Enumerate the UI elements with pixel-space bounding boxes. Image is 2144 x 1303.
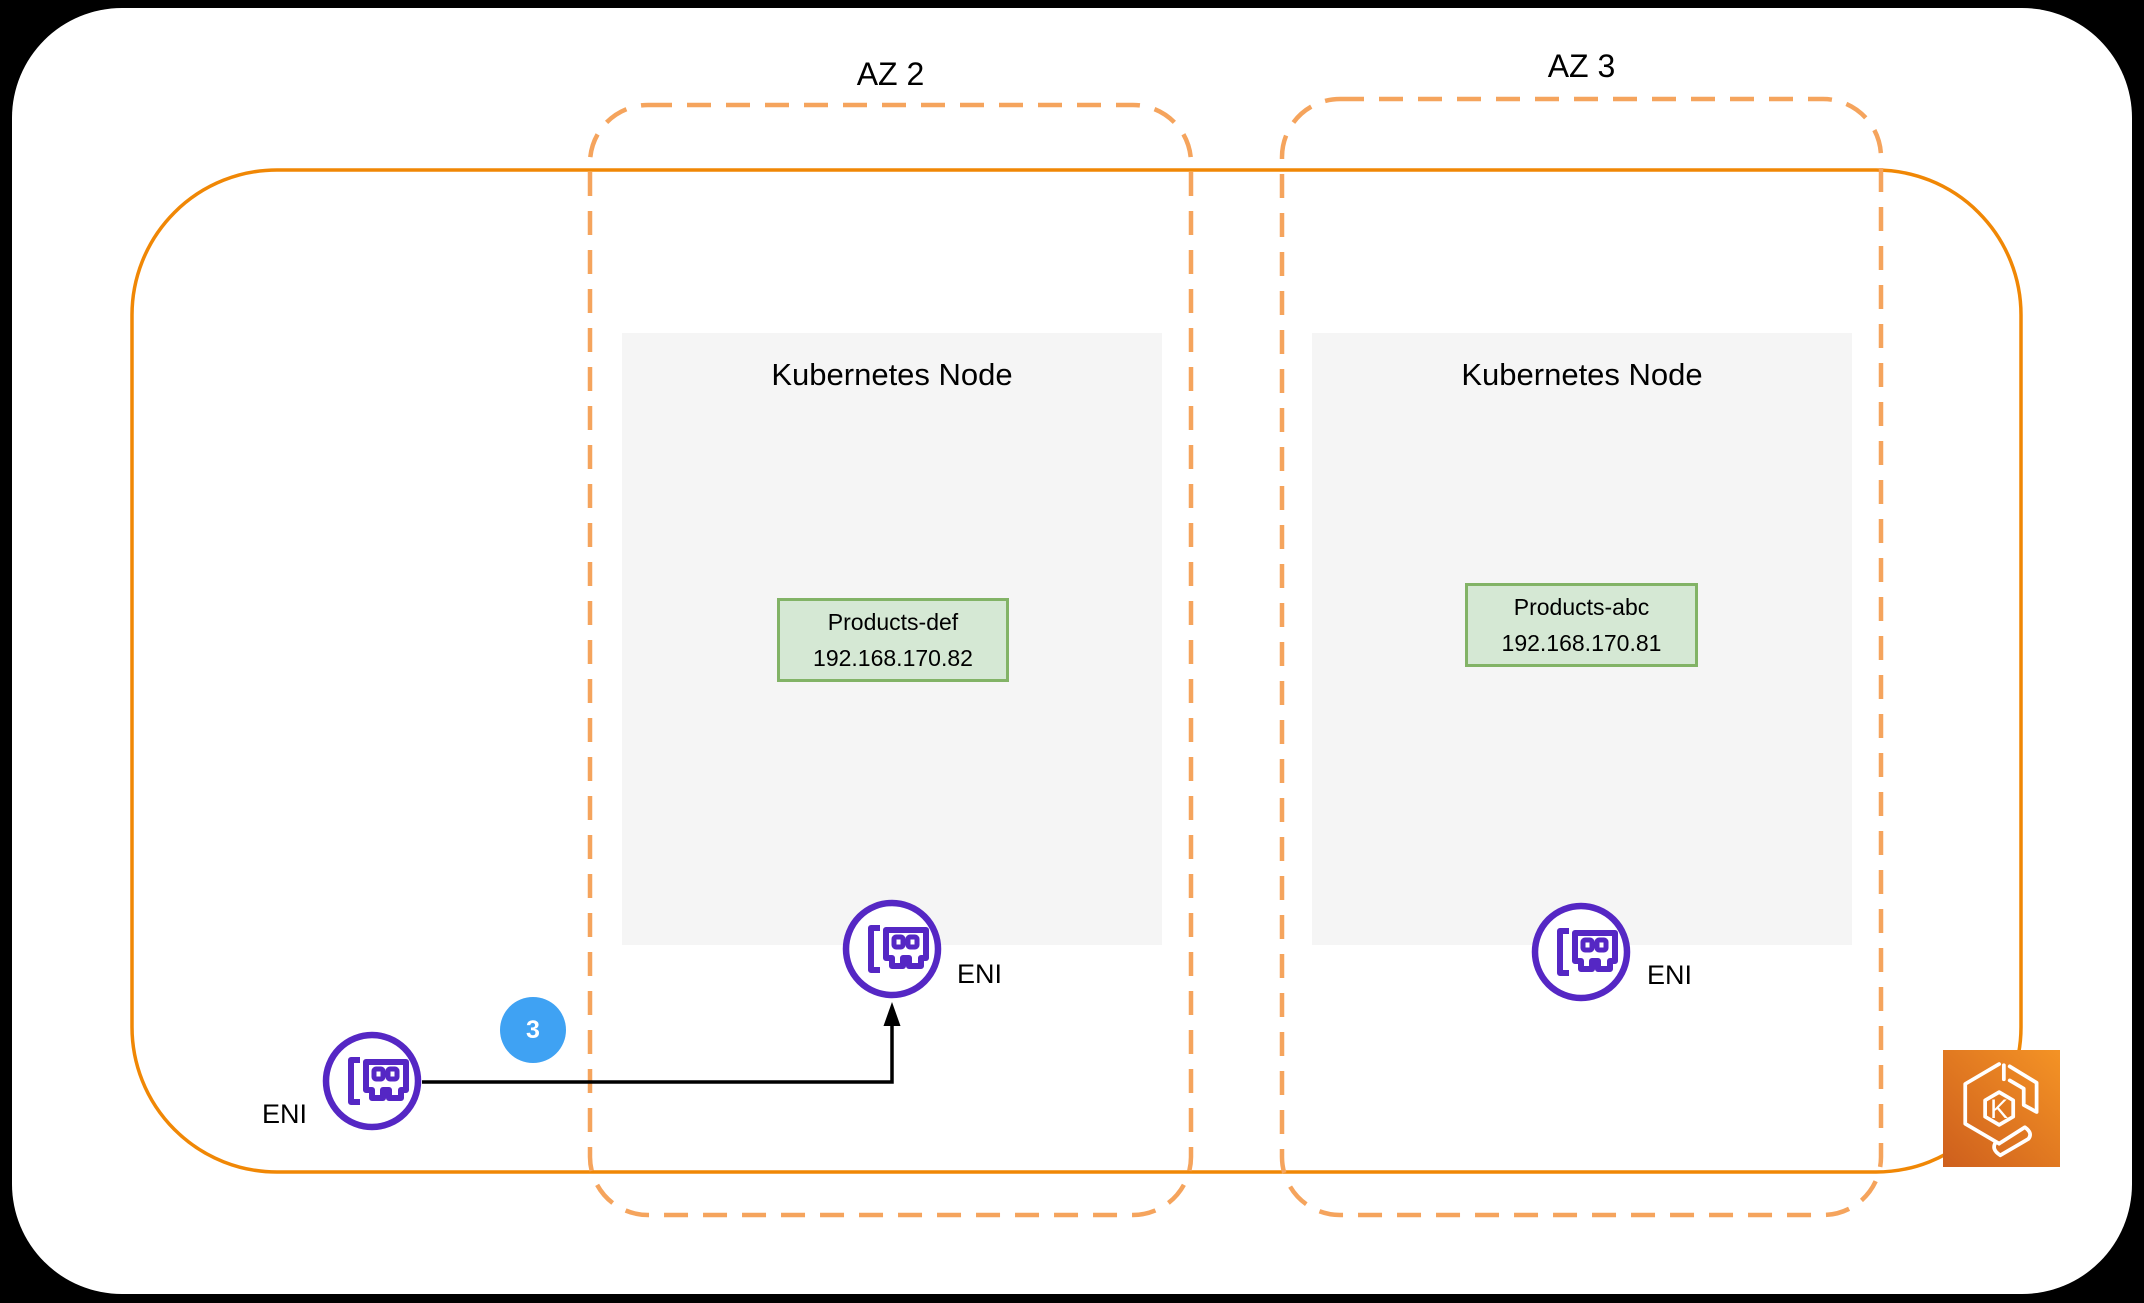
- az3-boundary: [1279, 96, 1884, 1218]
- arrow-external-eni-to-node-eni: [422, 1026, 894, 1084]
- eni-label: ENI: [1647, 960, 1693, 990]
- az2-label: AZ 2: [856, 56, 925, 92]
- eni-label: ENI: [957, 959, 1003, 989]
- eks-icon: K: [1943, 1050, 2060, 1167]
- eks-hexagon-left: [1963, 1062, 2002, 1146]
- az3-label: AZ 3: [1547, 48, 1616, 84]
- eks-letter-k: K: [1990, 1094, 2008, 1124]
- eni-icon: [842, 899, 942, 999]
- eni-icon: [1531, 902, 1631, 1002]
- eks-hexagon-right-face: [2007, 1064, 2039, 1114]
- eni-icon: [322, 1031, 422, 1131]
- pod-products-abc: Products-abc 192.168.170.81: [1465, 583, 1698, 667]
- pod-ip: 192.168.170.82: [813, 644, 973, 671]
- pod-products-def: Products-def 192.168.170.82: [777, 598, 1009, 682]
- pod-ip: 192.168.170.81: [1501, 629, 1662, 656]
- arrowhead-to-node-eni: [883, 1002, 901, 1026]
- pod-name: Products-def: [827, 608, 959, 635]
- node-title: Kubernetes Node: [1461, 357, 1703, 392]
- node-title: Kubernetes Node: [771, 357, 1013, 392]
- vpc-boundary: [130, 168, 2023, 1174]
- step-3-badge: 3: [500, 997, 566, 1063]
- step-badge-number: 3: [526, 1015, 540, 1044]
- pod-name: Products-abc: [1513, 593, 1650, 620]
- az2-boundary: [587, 102, 1194, 1218]
- eni-label: ENI: [262, 1099, 308, 1129]
- eks-hexagon-hook: [1992, 1125, 2032, 1158]
- eks-inner-hexagon: [1983, 1090, 2016, 1127]
